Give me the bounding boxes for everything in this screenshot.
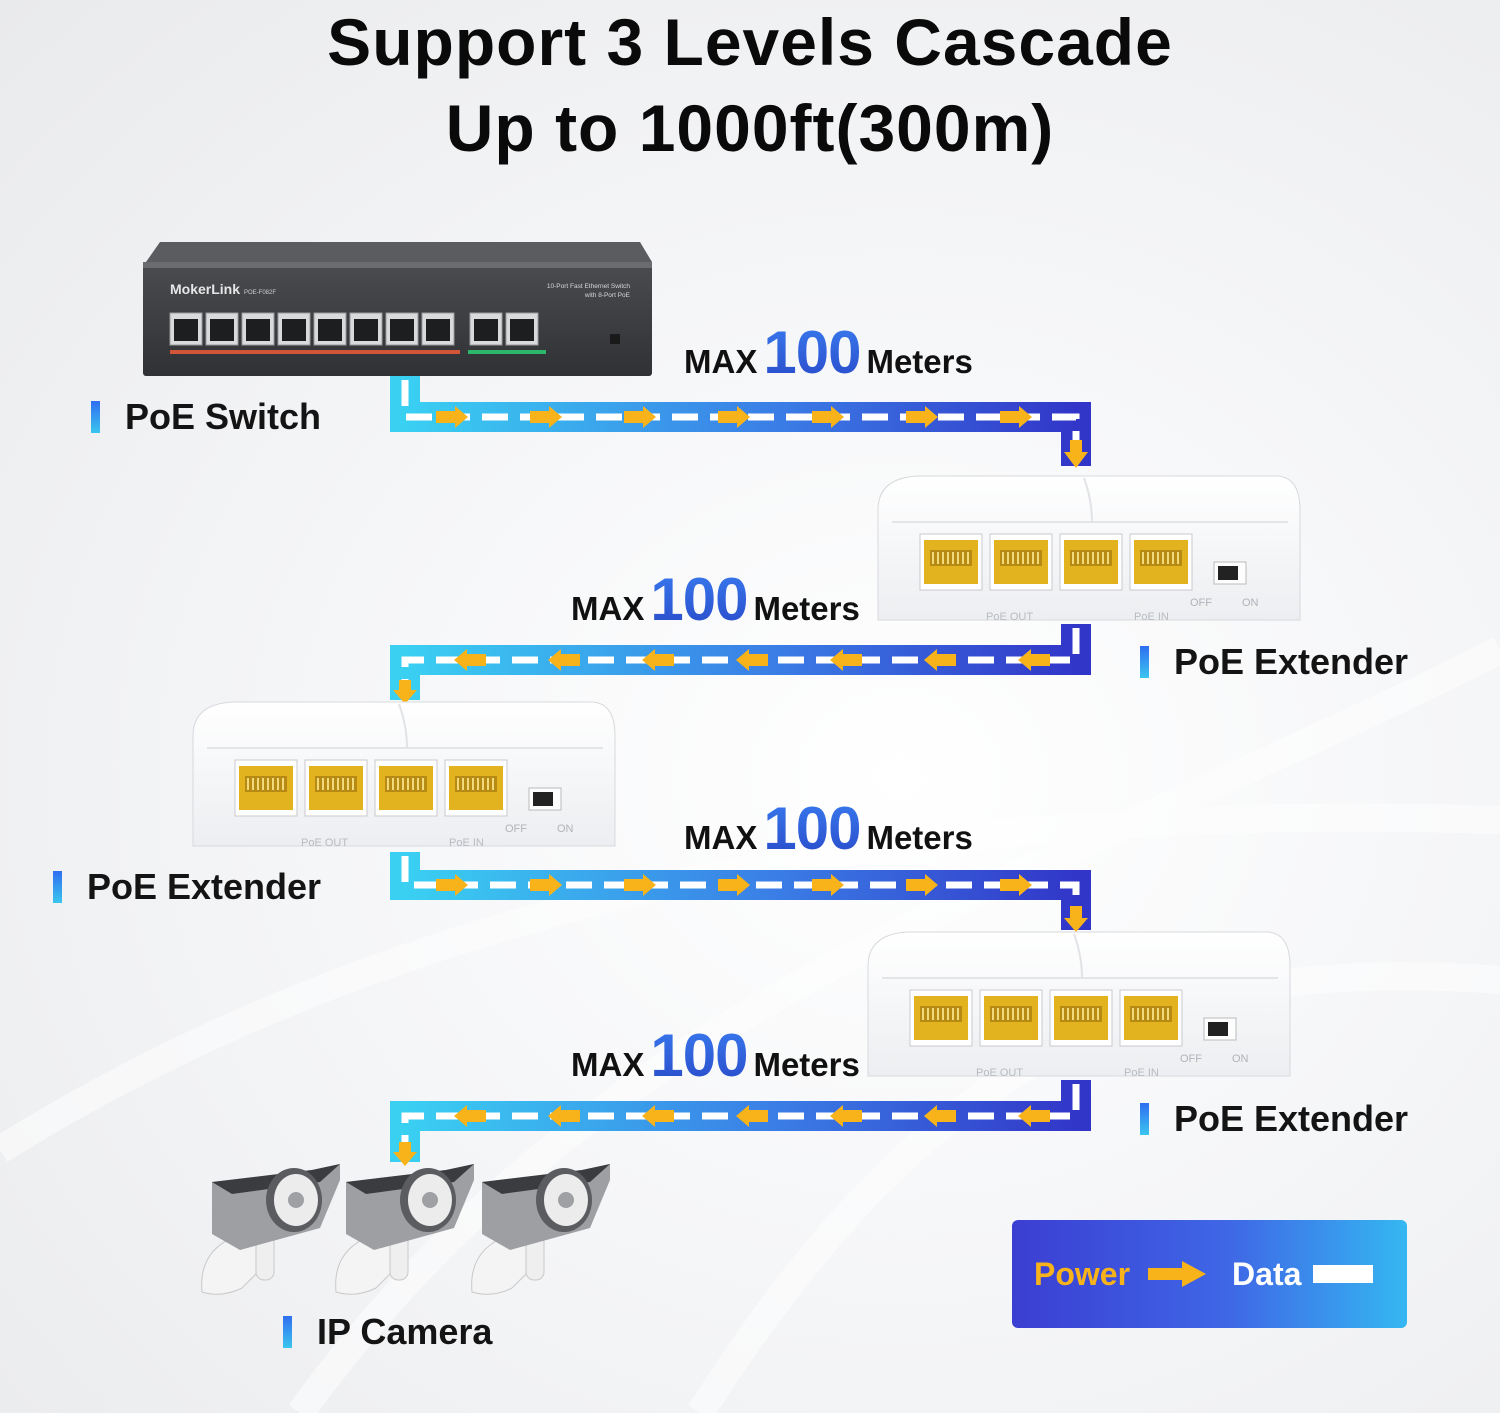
poe-extender-1: OFF ON PoE OUT PoE IN <box>877 475 1301 623</box>
label-poe-extender-3: PoE Extender <box>1140 1098 1408 1140</box>
rj45-port <box>169 312 203 346</box>
switch-model: POE-F082F <box>244 290 276 296</box>
label-bar-icon <box>1140 1103 1149 1135</box>
legend-power-label: Power <box>1034 1255 1131 1292</box>
rj45-port <box>1049 989 1113 1047</box>
distance-label-1: MAX 100 Meters <box>684 318 973 387</box>
rj45-port <box>349 312 383 346</box>
rj45-port <box>444 759 508 817</box>
rj45-port <box>313 312 347 346</box>
label-bar-icon <box>283 1316 292 1348</box>
rj45-port <box>241 312 275 346</box>
poe-switch-device: MokerLink POE-F082F 10-Port Fast Etherne… <box>143 242 652 376</box>
poe-out-label: PoE OUT <box>301 837 348 849</box>
legend-box: Power Data <box>1012 1220 1407 1328</box>
label-ip-camera: IP Camera <box>283 1311 492 1353</box>
rj45-port <box>1119 989 1183 1047</box>
poe-out-label: PoE OUT <box>976 1067 1023 1079</box>
distance-label-2: MAX 100 Meters <box>571 565 860 634</box>
distance-max-text: MAX <box>571 590 645 627</box>
label-poe-extender-text: PoE Extender <box>1174 1098 1409 1139</box>
extend-switch-toggle <box>610 334 620 344</box>
ip-cameras <box>201 1164 610 1295</box>
rj45-port <box>979 989 1043 1047</box>
distance-label-4: MAX 100 Meters <box>571 1021 860 1090</box>
distance-unit: Meters <box>753 1046 860 1083</box>
off-label: OFF <box>1190 597 1212 609</box>
switch-ports <box>169 312 539 346</box>
distance-value: 100 <box>650 566 748 633</box>
label-ip-camera-text: IP Camera <box>317 1311 493 1352</box>
rj45-port <box>205 312 239 346</box>
poe-out-label: PoE OUT <box>986 611 1033 623</box>
poe-in-label: PoE IN <box>449 837 484 849</box>
distance-max-text: MAX <box>571 1046 645 1083</box>
rj45-port <box>234 759 298 817</box>
rj45-port <box>277 312 311 346</box>
rj45-port <box>505 312 539 346</box>
cable-segment-2 <box>390 624 1091 704</box>
switch-desc-1: 10-Port Fast Ethernet Switch <box>547 283 630 290</box>
ip-camera-icon <box>471 1164 610 1295</box>
label-bar-icon <box>91 401 100 433</box>
uplink-port-strip <box>468 350 546 354</box>
poe-in-label: PoE IN <box>1134 611 1169 623</box>
poe-in-label: PoE IN <box>1124 1067 1159 1079</box>
distance-max-text: MAX <box>684 343 758 380</box>
distance-max-text: MAX <box>684 819 758 856</box>
distance-value: 100 <box>763 795 861 862</box>
rj45-port <box>385 312 419 346</box>
poe-extender-3: OFF ON PoE OUT PoE IN <box>867 931 1291 1079</box>
poe-extender-2: OFF ON PoE OUT PoE IN <box>192 701 616 849</box>
distance-unit: Meters <box>866 343 973 380</box>
label-bar-icon <box>1140 646 1149 678</box>
on-label: ON <box>1242 597 1259 609</box>
on-label: ON <box>557 823 574 835</box>
distance-value: 100 <box>763 319 861 386</box>
switch-brand: MokerLink <box>170 281 240 297</box>
power-arrow-icon <box>1148 1261 1207 1287</box>
page-title-line-1: Support 3 Levels Cascade <box>327 5 1173 79</box>
rj45-port <box>304 759 368 817</box>
page-title-line-2: Up to 1000ft(300m) <box>445 91 1055 165</box>
label-poe-extender-2: PoE Extender <box>53 866 321 908</box>
off-label: OFF <box>1180 1053 1202 1065</box>
cable-segment-1 <box>390 376 1091 468</box>
rj45-port <box>469 312 503 346</box>
label-poe-extender-text: PoE Extender <box>1174 641 1409 682</box>
rj45-port <box>909 989 973 1047</box>
data-dash-icon <box>1313 1265 1374 1283</box>
rj45-port <box>989 533 1053 591</box>
off-label: OFF <box>505 823 527 835</box>
label-poe-extender-text: PoE Extender <box>87 866 322 907</box>
rj45-port <box>421 312 455 346</box>
label-bar-icon <box>53 871 62 903</box>
poe-port-strip <box>170 350 460 354</box>
distance-value: 100 <box>650 1022 748 1089</box>
cable-segment-3 <box>390 852 1091 932</box>
distance-unit: Meters <box>753 590 860 627</box>
ip-camera-icon <box>335 1164 474 1295</box>
on-label: ON <box>1232 1053 1249 1065</box>
legend-data-label: Data <box>1232 1255 1302 1292</box>
rj45-port <box>1059 533 1123 591</box>
ip-camera-icon <box>201 1164 340 1295</box>
label-poe-switch: PoE Switch <box>91 396 321 438</box>
cable-segment-4 <box>390 1080 1091 1166</box>
label-poe-extender-1: PoE Extender <box>1140 641 1408 683</box>
rj45-port <box>919 533 983 591</box>
distance-unit: Meters <box>866 819 973 856</box>
rj45-port <box>1129 533 1193 591</box>
power-arrows <box>436 406 1088 468</box>
distance-label-3: MAX 100 Meters <box>684 794 973 863</box>
rj45-port <box>374 759 438 817</box>
switch-desc-2: with 8-Port PoE <box>584 292 631 299</box>
label-poe-switch-text: PoE Switch <box>125 396 322 437</box>
